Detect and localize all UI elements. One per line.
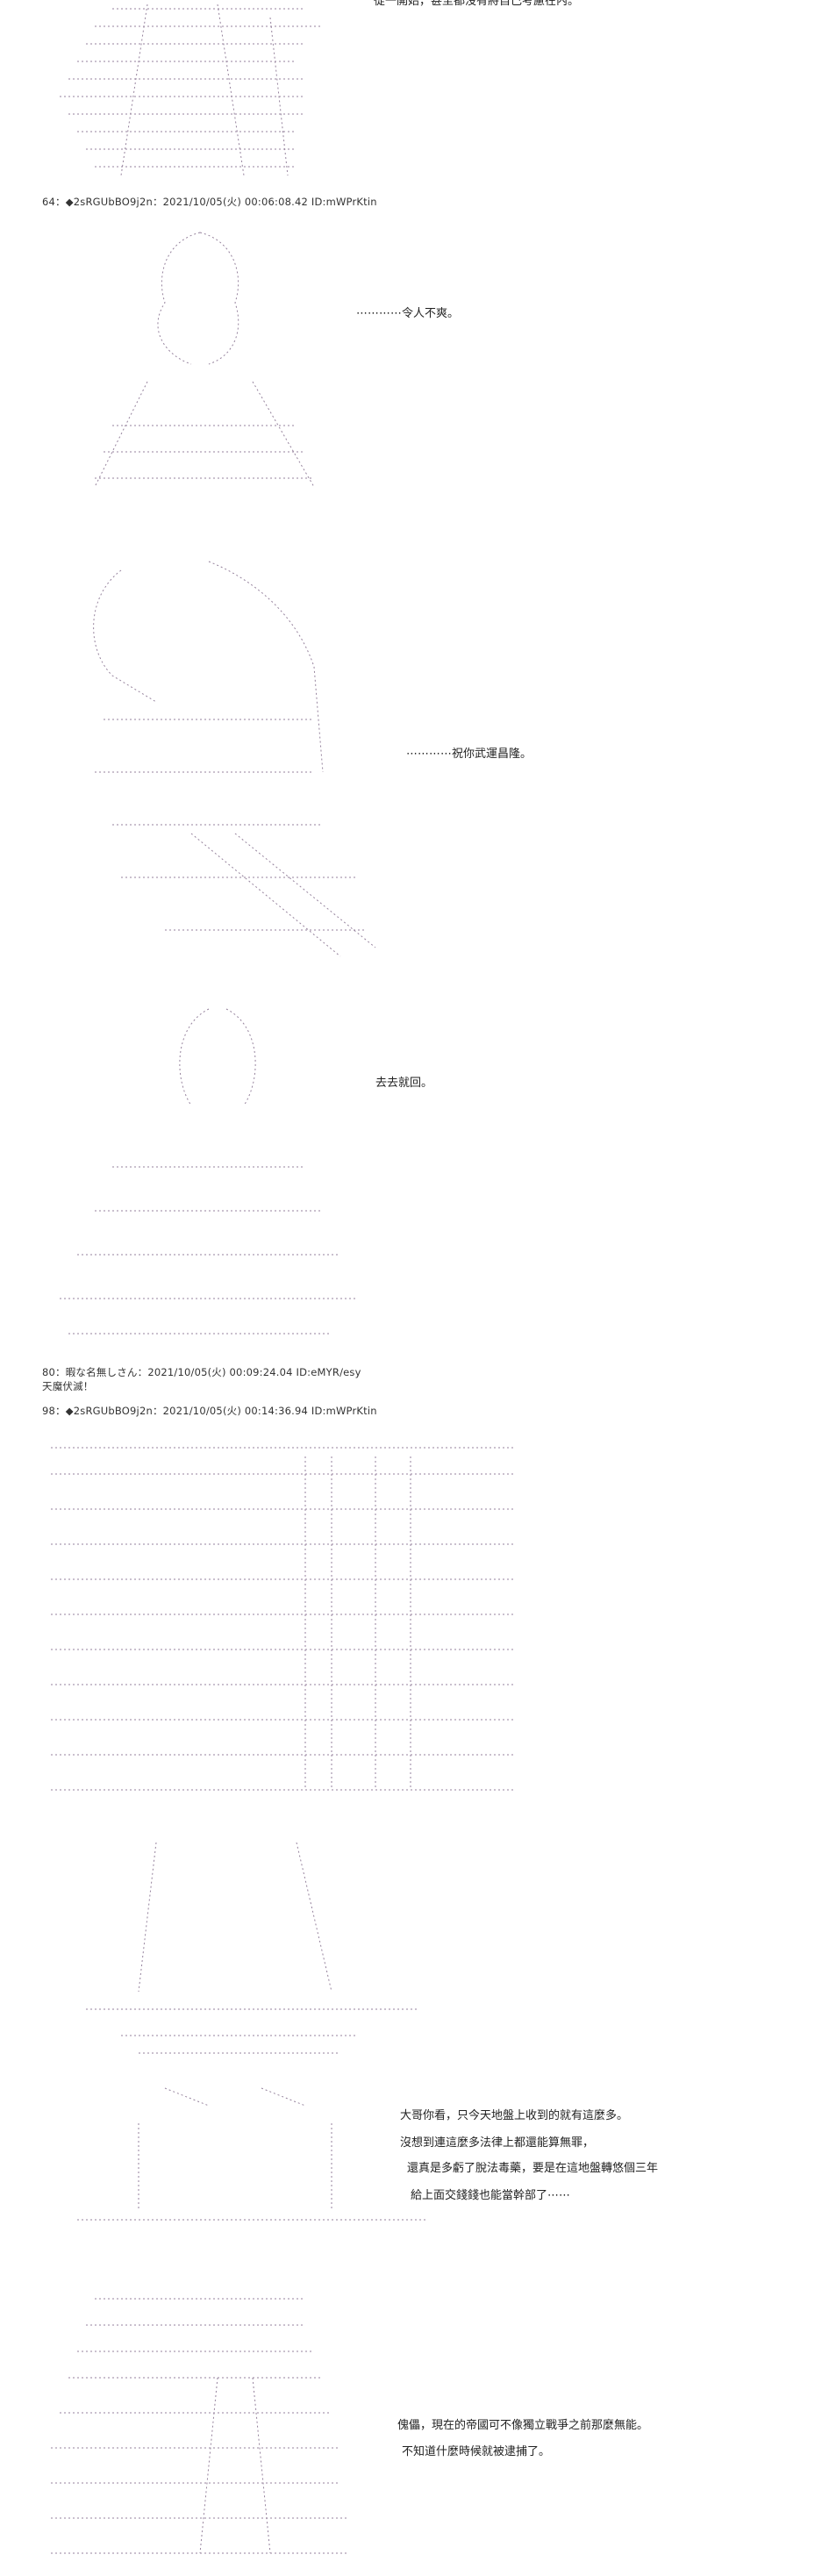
dialog-80-1: 天魔伏滅！ xyxy=(42,1380,94,1392)
dialog-98-6: 不知道什麼時候就被逮捕了。 xyxy=(402,2445,551,2458)
dialog-64-3: 去去就回。 xyxy=(375,1077,433,1090)
post-header-80: 80：暇な名無しさん：2021/10/05(火) 00:09:24.04 ID:… xyxy=(42,1366,361,1378)
dialog-top-fragment: 從一開始，甚至都沒有將自己考慮在內。 xyxy=(374,0,580,8)
ascii-art-city-scene xyxy=(42,1439,533,1807)
dialog-64-2: ⋯⋯⋯⋯祝你武運昌隆。 xyxy=(406,748,532,761)
dialog-98-2: 沒想到連這麼多法律上都還能算無罪， xyxy=(400,2136,595,2150)
dialog-98-5: 傀儡，現在的帝國可不像獨立戰爭之前那麼無能。 xyxy=(397,2419,649,2432)
dialog-98-1: 大哥你看，只今天地盤上收到的就有這麼多。 xyxy=(400,2109,629,2122)
dialog-98-4: 給上面交錢錢也能當幹部了⋯⋯ xyxy=(411,2189,571,2202)
post-header-98: 98：◆2sRGUbBO9j2n：2021/10/05(火) 00:14:36.… xyxy=(42,1405,377,1417)
ascii-art-figure-2 xyxy=(33,544,375,965)
page-sheet: 從一開始，甚至都沒有將自己考慮在內。 64：◆2sRGUbBO9j2n：2021… xyxy=(7,0,823,2576)
dialog-98-3: 還真是多虧了脫法毒藥，要是在這地盤轉悠個三年 xyxy=(407,2162,659,2175)
dialog-64-1: ⋯⋯⋯⋯令人不爽。 xyxy=(356,307,460,320)
ascii-art-figure-3 xyxy=(42,991,375,1351)
ascii-art-hat-man xyxy=(68,1834,437,2237)
ascii-art-top xyxy=(42,0,332,184)
ascii-art-man-hair xyxy=(42,2290,358,2571)
post-header-64: 64：◆2sRGUbBO9j2n：2021/10/05(火) 00:06:08.… xyxy=(42,196,377,208)
ascii-art-figure-1 xyxy=(60,224,340,504)
